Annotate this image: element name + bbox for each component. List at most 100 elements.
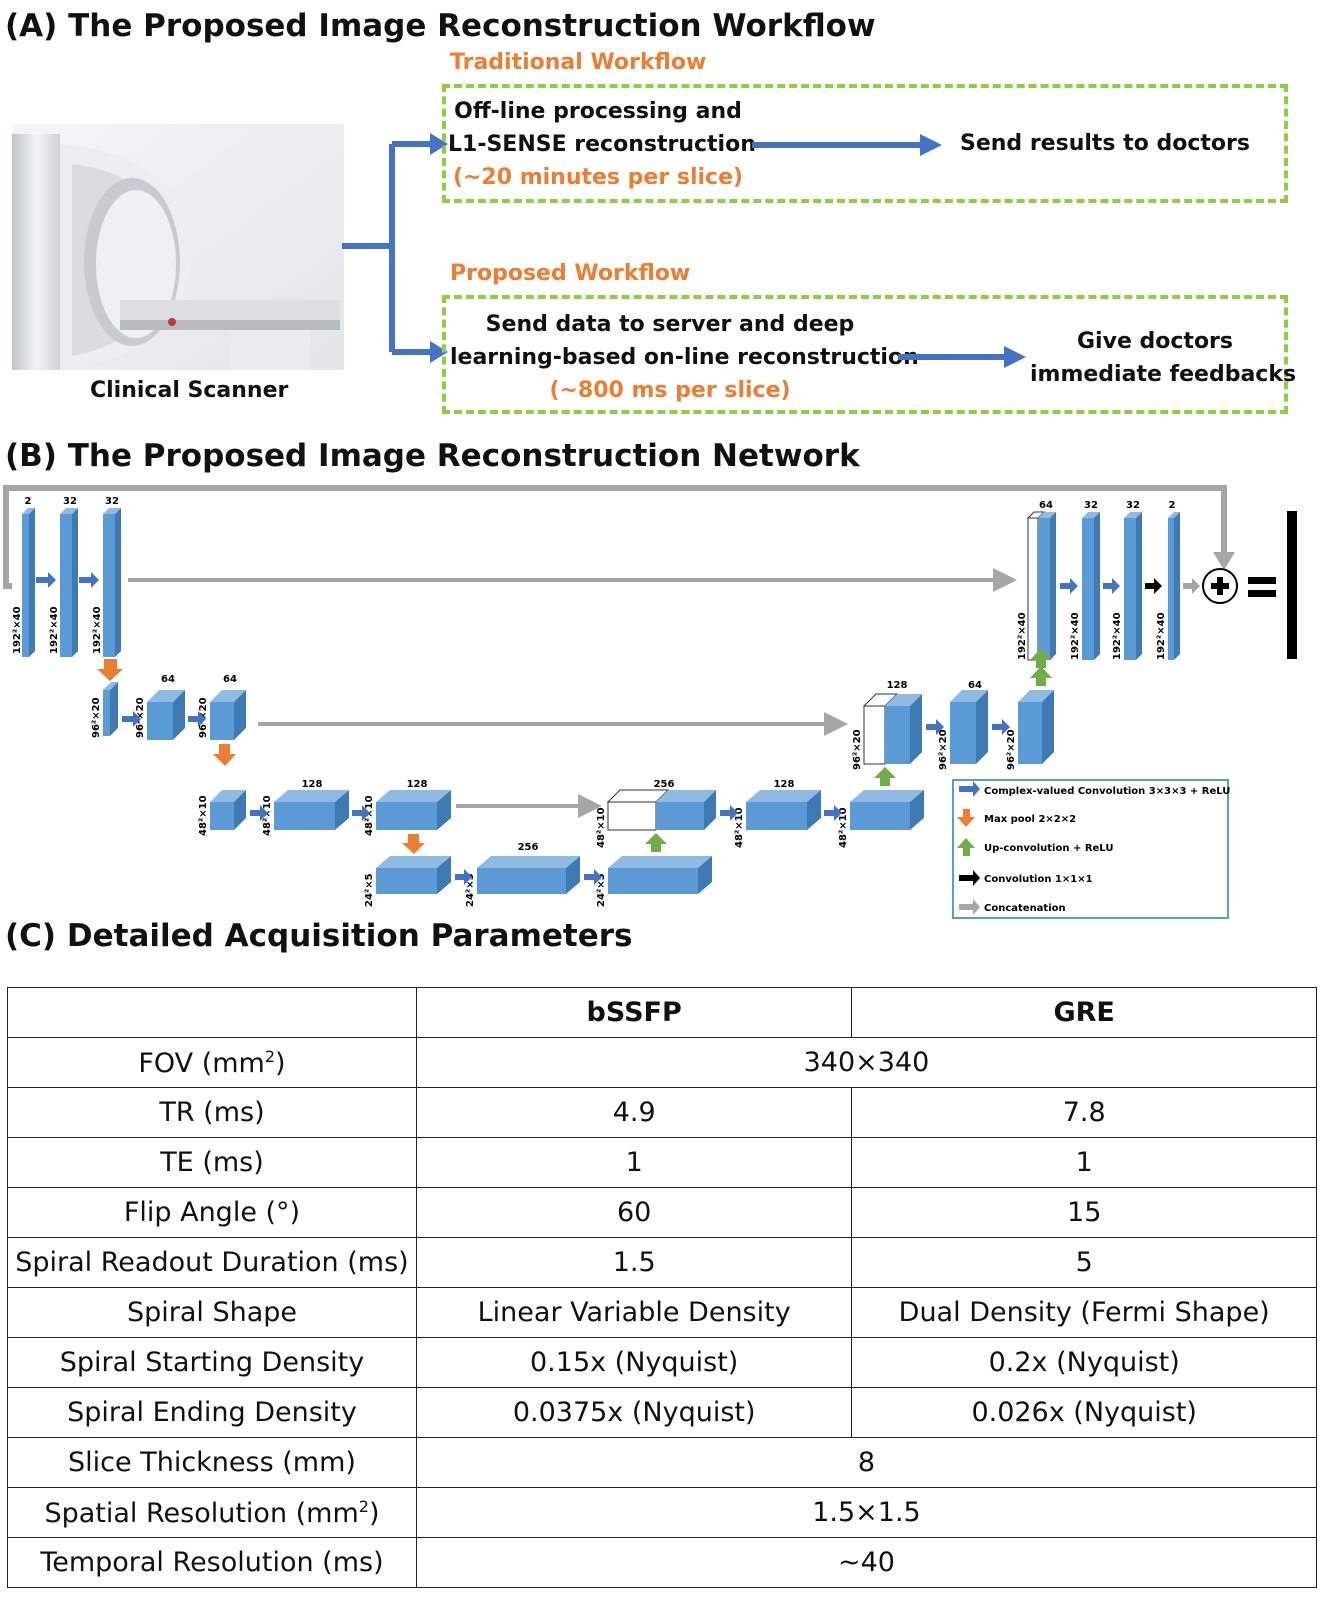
bssfp-value-cell: Linear Variable Density — [415, 1287, 853, 1338]
l2-block-3 — [210, 690, 246, 740]
shared-value-cell: 1.5×1.5 — [415, 1487, 1318, 1538]
l4-block-3 — [608, 856, 712, 894]
traditional-step1-line1: Off-line processing and — [454, 99, 742, 124]
l2-dec-block-1 — [862, 693, 922, 765]
proposed-time: (~800 ms per slice) — [549, 378, 791, 403]
legend-upconv-label: Up-convolution + ReLU — [984, 843, 1113, 854]
gre-value-cell: 15 — [851, 1187, 1317, 1238]
table-row: Spiral Ending Density 0.0375x (Nyquist)0.… — [7, 1387, 1317, 1438]
section-a-title: (A) The Proposed Image Reconstruction Wo… — [5, 8, 876, 44]
l4-dim-3: 24²×5 — [596, 873, 607, 907]
l2-dec-block-3 — [1018, 690, 1054, 764]
legend-maxpool-label: Max pool 2×2×2 — [984, 814, 1076, 825]
bssfp-value-cell: 0.0375x (Nyquist) — [415, 1387, 853, 1438]
proposed-workflow-label: Proposed Workflow — [450, 261, 691, 286]
gre-value-cell: 5 — [851, 1237, 1317, 1288]
shared-value-cell: 8 — [415, 1437, 1318, 1488]
proposed-step1: Send data to server and deep learning-ba… — [450, 308, 919, 407]
network-legend — [952, 779, 1229, 919]
param-name-end: ) — [275, 1047, 286, 1079]
param-name-cell: Spiral Starting Density — [7, 1337, 417, 1388]
l2-up-ch-1: 128 — [887, 680, 908, 691]
l4-ch-1: 256 — [518, 842, 539, 853]
traditional-step1: Off-line processing and L1-SENSE reconst… — [448, 95, 756, 194]
l1-conv-arrows — [36, 572, 99, 588]
param-name: Slice Thickness (mm) — [68, 1447, 356, 1478]
traditional-workflow-label: Traditional Workflow — [450, 50, 707, 75]
proposed-step2-line1: Give doctors — [1077, 329, 1233, 354]
l3-dec-block-2 — [746, 790, 821, 830]
l3-pool — [402, 834, 425, 854]
param-name-cell: Spiral Shape — [7, 1287, 417, 1338]
shared-value-cell: 340×340 — [415, 1037, 1318, 1088]
l1-up-ch-3: 32 — [1126, 500, 1140, 511]
proposed-flow-arrow — [898, 346, 1026, 368]
l1-dec-dim-2: 192²×40 — [1070, 612, 1081, 660]
legend-conv-label: Complex-valued Convolution 3×3×3 + ReLU — [984, 786, 1230, 797]
equals-icon — [1248, 577, 1276, 597]
l3-up-ch-1: 256 — [654, 779, 675, 790]
l3-conv-arrows — [250, 805, 370, 821]
l2-block-1 — [103, 682, 118, 736]
gre-value-cell: 7.8 — [851, 1087, 1317, 1138]
l1-dec-conv-arrows — [1060, 578, 1120, 594]
l1-ch-1: 2 — [25, 496, 32, 507]
l2-dim-2: 96²×20 — [135, 697, 146, 738]
gre-value-cell: 1 — [851, 1137, 1317, 1188]
l3-dec-dim-2: 48²×10 — [734, 807, 745, 848]
l3-dim-2: 48²×10 — [262, 795, 273, 836]
l1-pool — [97, 659, 123, 681]
l1-dim-3: 192²×40 — [92, 606, 103, 654]
l1-up-ch-2: 32 — [1084, 500, 1098, 511]
l2-up-ch-2: 64 — [968, 680, 982, 691]
l2-dec-dim-2: 96²×20 — [938, 729, 949, 770]
bssfp-value-cell: 0.15x (Nyquist) — [415, 1337, 853, 1388]
param-name-cell: FOV (mm2) — [7, 1037, 417, 1088]
gre-value-cell: 0.2x (Nyquist) — [851, 1337, 1317, 1388]
l1-upconv — [1030, 648, 1052, 668]
l2-dim-1: 96²×20 — [91, 697, 102, 738]
l1-dec-block-4 — [1168, 512, 1180, 660]
l1-dec-dim-1: 192²×40 — [1017, 612, 1028, 660]
bssfp-value-cell: 4.9 — [415, 1087, 853, 1138]
legend-conv1x1-icon — [959, 870, 980, 886]
proposed-step1-line1: Send data to server and deep — [485, 312, 855, 337]
residual-add-icon — [1202, 568, 1238, 604]
traditional-time: (~20 minutes per slice) — [452, 165, 744, 190]
network-diagram: 2 32 32 192²×40 192²×40 192²×40 64 64 96… — [3, 485, 1297, 919]
l1-dim-1: 192²×40 — [12, 606, 23, 654]
l3-upconv — [874, 767, 896, 786]
bssfp-value-cell: 60 — [415, 1187, 853, 1238]
bssfp-value-cell: 1 — [415, 1137, 853, 1188]
param-name: Spiral Ending Density — [67, 1397, 357, 1428]
param-name-end: ) — [368, 1497, 380, 1529]
l4-conv-arrows — [455, 869, 602, 885]
section-b-title: (B) The Proposed Image Reconstruction Ne… — [5, 438, 860, 474]
table-row: Spatial Resolution (mm2)1.5×1.5 — [7, 1487, 1318, 1538]
l3-ch-1: 128 — [302, 779, 323, 790]
l2-upconv — [1030, 666, 1052, 686]
param-name: Spiral Readout Duration (ms) — [15, 1247, 409, 1278]
traditional-flow-arrow — [752, 134, 942, 156]
l1-up-ch-1: 64 — [1039, 500, 1053, 511]
l1-dec-block-1 — [1026, 511, 1056, 661]
l3-block-1 — [210, 790, 246, 830]
legend-conv-icon — [959, 781, 980, 797]
l1-block-2 — [60, 508, 78, 657]
clinical-scanner-image — [12, 124, 344, 370]
header-cell-gre: GRE — [851, 987, 1317, 1038]
param-name-cell: Slice Thickness (mm) — [7, 1437, 417, 1488]
traditional-step1-line2: L1-SENSE reconstruction — [448, 132, 756, 157]
scanner-label: Clinical Scanner — [90, 378, 289, 403]
l3-block-3 — [376, 790, 451, 830]
l3-ch-2: 128 — [407, 779, 428, 790]
l2-ch-1: 64 — [161, 674, 175, 685]
l3-dec-block-1 — [606, 789, 716, 831]
legend-maxpool-icon — [957, 809, 975, 827]
l1-up-ch-4: 2 — [1169, 500, 1176, 511]
gre-value-cell: 0.026x (Nyquist) — [851, 1387, 1317, 1438]
l2-ch-2: 64 — [223, 674, 237, 685]
